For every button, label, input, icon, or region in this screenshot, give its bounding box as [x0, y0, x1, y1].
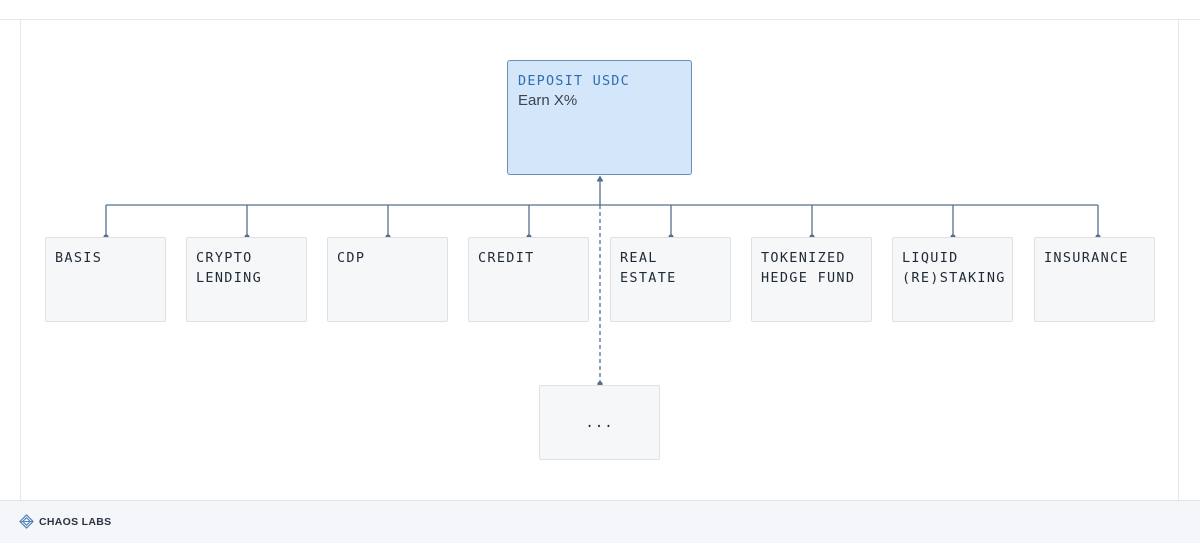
more-categories-node: ...: [539, 385, 660, 460]
brand-name: CHAOS LABS: [39, 515, 112, 528]
footer-bar: CHAOS LABS: [0, 500, 1200, 543]
category-node-insurance: INSURANCE: [1034, 237, 1155, 322]
category-label: BASIS: [55, 250, 103, 266]
deposit-usdc-title: DEPOSIT USDC: [518, 73, 630, 89]
category-node-crypto-lending: CRYPTO LENDING: [186, 237, 307, 322]
brand: CHAOS LABS: [19, 514, 111, 529]
earn-rate-label: Earn X%: [518, 92, 578, 109]
category-node-basis: BASIS: [45, 237, 166, 322]
category-label: CRYPTO LENDING: [196, 250, 262, 286]
category-label: CDP: [337, 250, 366, 266]
category-node-real-estate: REAL ESTATE: [610, 237, 731, 322]
chaos-labs-logo-icon: [19, 514, 34, 529]
category-label: TOKENIZED HEDGE FUND: [761, 250, 856, 286]
category-node-credit: CREDIT: [468, 237, 589, 322]
ellipsis-label: ...: [585, 414, 614, 431]
category-node-cdp: CDP: [327, 237, 448, 322]
category-node-tokenized-hedge-fund: TOKENIZED HEDGE FUND: [751, 237, 872, 322]
category-label: LIQUID (RE)STAKING: [902, 250, 1006, 286]
category-label: REAL ESTATE: [620, 250, 677, 286]
arrow-up-icon: [596, 175, 604, 182]
category-label: CREDIT: [478, 250, 535, 266]
category-node-liquid-restaking: LIQUID (RE)STAKING: [892, 237, 1013, 322]
category-label: INSURANCE: [1044, 250, 1129, 266]
deposit-usdc-node: DEPOSIT USDC Earn X%: [507, 60, 692, 175]
